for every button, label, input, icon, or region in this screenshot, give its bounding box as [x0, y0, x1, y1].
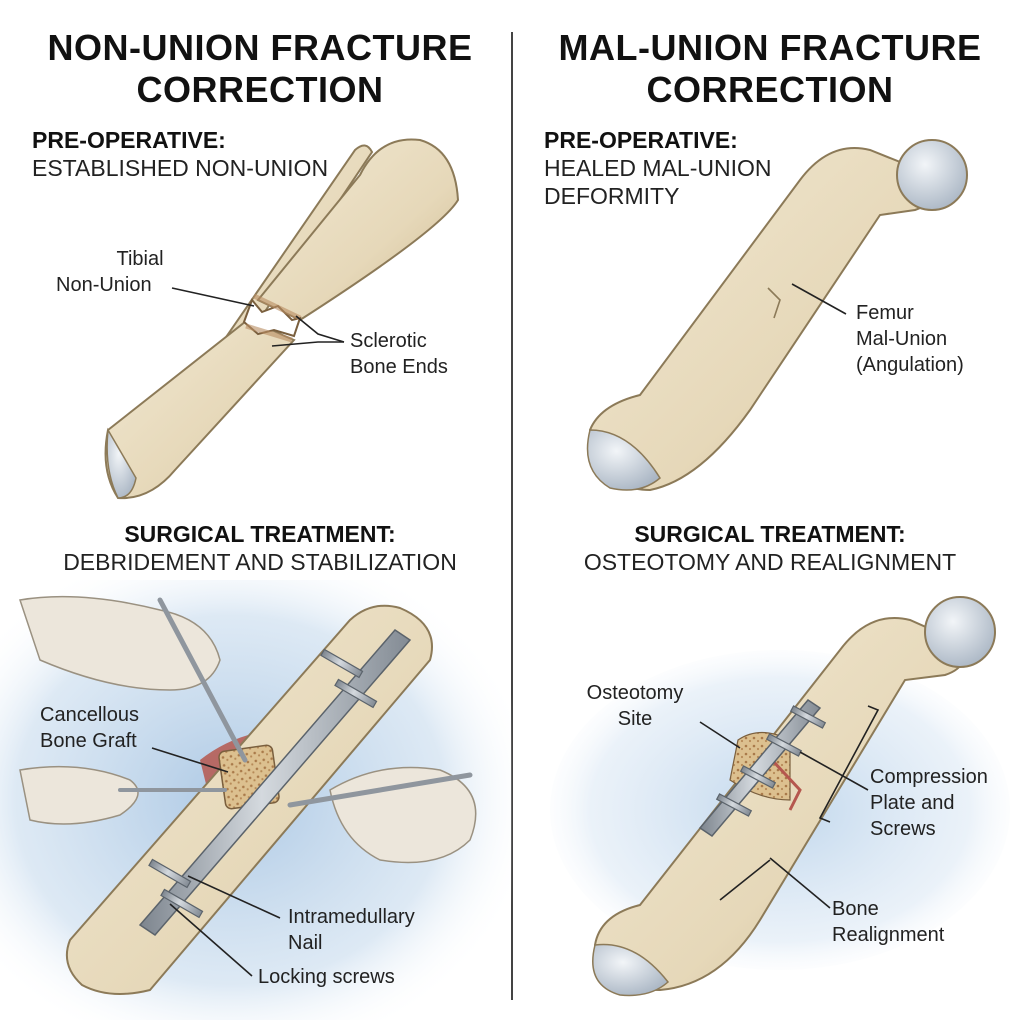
label-realign-line1: Bone — [832, 898, 879, 920]
right-preop-desc-line1: HEALED MAL-UNION — [544, 155, 772, 181]
label-sclerotic-line1: Sclerotic — [350, 330, 427, 352]
left-preop-heading: PRE-OPERATIVE: — [32, 127, 226, 153]
label-plate-line2: Plate and — [870, 792, 955, 814]
osteotomy-leader — [699, 721, 741, 749]
right-preop-heading: PRE-OPERATIVE: — [544, 127, 738, 153]
label-osteotomy-line1: Osteotomy — [586, 682, 684, 704]
femur-malunion-leader — [791, 283, 847, 315]
tibia-fibula-preop-illustration — [104, 138, 460, 500]
plate-leader — [799, 751, 869, 791]
right-title-line1: MAL-UNION FRACTURE — [558, 27, 982, 68]
right-treatment-heading: SURGICAL TREATMENT: — [634, 521, 906, 547]
left-title-line1: NON-UNION FRACTURE — [47, 27, 473, 68]
left-title-line2: CORRECTION — [136, 69, 384, 110]
label-realign-line2: Realignment — [832, 924, 945, 946]
nail-leader — [187, 875, 281, 919]
label-nail-line2: Nail — [288, 932, 323, 954]
femur-preop-illustration — [586, 139, 968, 492]
left-treatment-desc: DEBRIDEMENT AND STABILIZATION — [63, 549, 457, 575]
label-osteotomy-line2: Site — [617, 708, 653, 730]
label-sclerotic-line2: Bone Ends — [350, 356, 448, 378]
label-tibial-line2: Non-Union — [56, 274, 152, 296]
sclerotic-ends-leader — [271, 315, 345, 347]
realign-leader — [719, 857, 831, 909]
label-femur-line3: (Angulation) — [856, 354, 964, 376]
label-locking-screws: Locking screws — [258, 966, 395, 988]
label-graft-line2: Bone Graft — [40, 730, 137, 752]
graft-leader — [151, 747, 229, 773]
left-preop-desc: ESTABLISHED NON-UNION — [32, 155, 329, 181]
debridement-scene-illustration — [0, 580, 512, 1020]
label-plate-line3: Screws — [870, 818, 936, 840]
tibial-nonunion-leader — [171, 287, 255, 307]
right-preop-desc-line2: DEFORMITY — [544, 183, 680, 209]
left-treatment-heading: SURGICAL TREATMENT: — [124, 521, 396, 547]
label-graft-line1: Cancellous — [40, 704, 139, 726]
screws-leader — [169, 903, 253, 977]
label-femur-line2: Mal-Union — [856, 328, 948, 350]
label-tibial-line1: Tibial — [116, 248, 164, 270]
label-plate-line1: Compression — [870, 766, 988, 788]
label-nail-line1: Intramedullary — [288, 906, 415, 928]
right-treatment-desc: OSTEOTOMY AND REALIGNMENT — [583, 549, 957, 575]
label-femur-line1: Femur — [856, 302, 914, 324]
osteotomy-scene-illustration — [550, 596, 1010, 997]
right-title-line2: CORRECTION — [646, 69, 894, 110]
